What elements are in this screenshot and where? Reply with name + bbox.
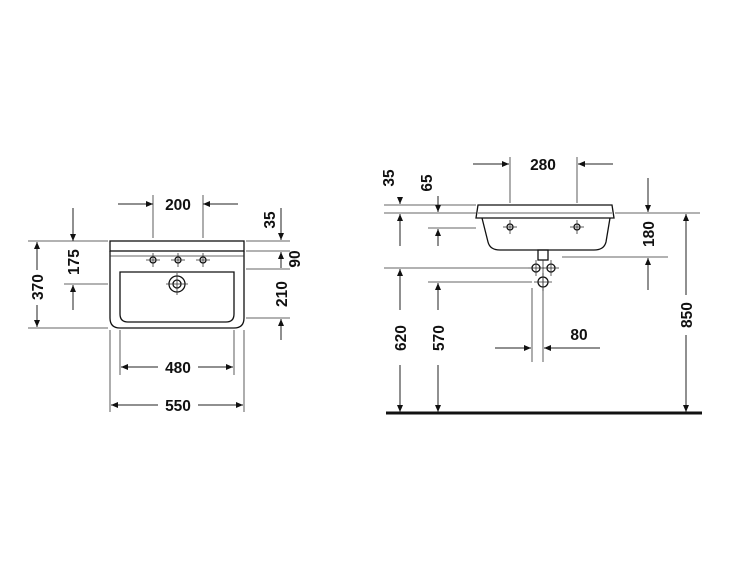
dim-side-width: 280 (530, 157, 556, 174)
side-tap-hole-right (570, 220, 584, 234)
dim-side-height-180: 180 (641, 221, 658, 247)
dim-tap-height: 175 (66, 249, 83, 275)
dim-depth-total: 370 (30, 274, 47, 300)
dim-side-offset: 80 (570, 327, 587, 344)
dim-side-depth: 65 (419, 174, 436, 192)
front-basin-outline (109, 240, 245, 329)
waste-trap (528, 249, 559, 362)
dim-side-height-850: 850 (679, 302, 696, 328)
dim-inner-width: 480 (165, 360, 191, 377)
front-view: 200 480 550 370 175 35 90 (28, 195, 304, 415)
tap-hole-right (196, 253, 210, 267)
drain-hole (166, 273, 188, 295)
side-basin-outline (475, 204, 615, 251)
tap-hole-center (171, 253, 185, 267)
dim-overall-width: 550 (165, 398, 191, 415)
dim-rim-thickness: 35 (262, 211, 279, 229)
dim-side-height-570: 570 (431, 325, 448, 351)
side-tap-hole-left (503, 220, 517, 234)
tap-hole-left (146, 253, 160, 267)
dim-side-height-620: 620 (393, 325, 410, 351)
side-view: 280 35 65 180 850 620 570 80 (381, 157, 702, 415)
dim-drain-height: 210 (274, 281, 291, 307)
dim-rim-to-top: 90 (287, 250, 304, 267)
dim-tap-spacing: 200 (165, 197, 191, 214)
dim-side-rim: 35 (381, 169, 398, 187)
